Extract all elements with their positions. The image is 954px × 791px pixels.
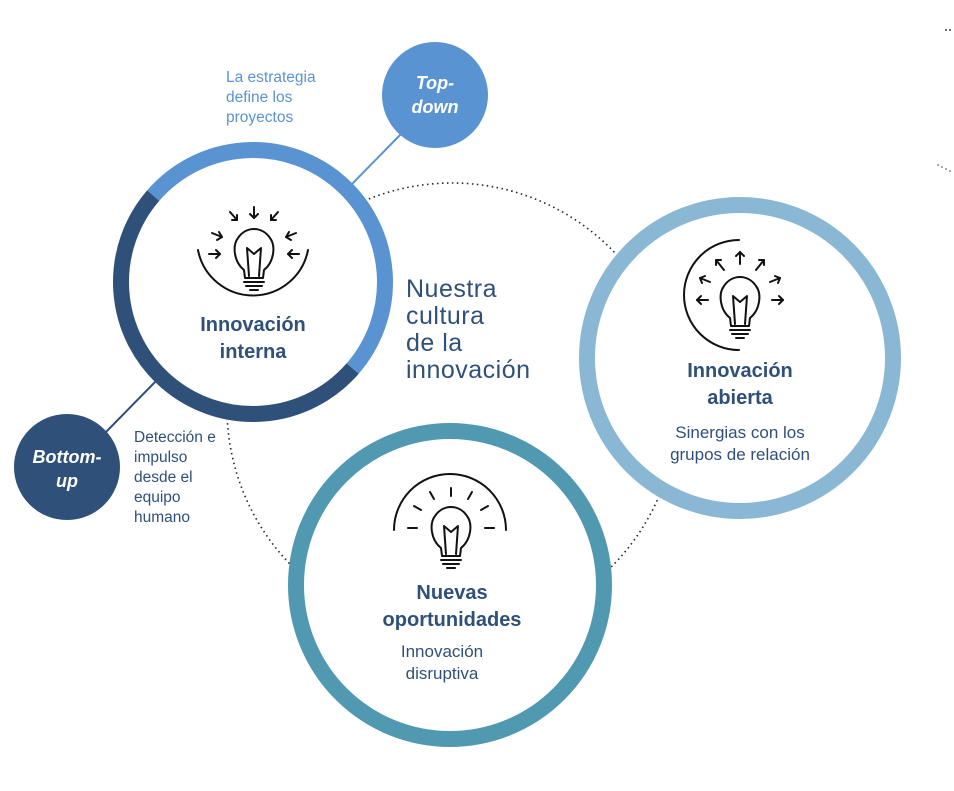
top-down-label-line: Top- [415,73,455,93]
top-down-label-line: down [411,97,459,117]
top-down-note-line: La estrategia [226,69,316,86]
center-title: Nuestra cultura de la innovación [406,276,531,384]
top-down-note-line: proyectos [226,109,294,126]
lightbulb-rays-icon [393,473,507,569]
abierta-subtitle-line: Sinergias con los [675,423,805,442]
center-title-line: Nuestra [406,275,498,303]
nuevas-subtitle-line: Innovación [400,642,484,661]
abierta-title-line: Innovación [687,360,793,382]
top-down-note-line: define los [226,89,293,106]
decorative-dots [937,29,951,172]
nuevas-title: Nuevas oportunidades [342,580,562,634]
bottom-up-connector [103,380,157,435]
top-down-note: La estrategia define los proyectos [226,68,316,128]
bottom-up-note-line: Detección e [134,429,216,446]
nuevas-subtitle: Innovación disruptiva [352,641,532,685]
bottom-up-label: Bottom- up [22,445,112,493]
bottom-up-note-line: desde el [134,469,193,486]
abierta-subtitle: Sinergias con los grupos de relación [630,422,850,466]
bottom-up-note-line: humano [134,509,191,526]
center-title-line: de la [406,329,463,357]
nuevas-title-line: Nuevas [416,582,488,604]
interna-title-line: Innovación [200,314,306,336]
abierta-title-line: abierta [707,387,773,409]
abierta-title: Innovación abierta [640,358,840,412]
abierta-circle [579,197,901,519]
abierta-subtitle-line: grupos de relación [670,445,810,464]
interna-title-line: interna [219,341,287,363]
top-down-connector [349,132,403,187]
bottom-up-note-line: impulso [134,449,188,466]
nuevas-circle [288,423,612,747]
top-down-label: Top- down [395,71,475,119]
top-down-badge [382,42,488,148]
bottom-up-label-line: up [56,471,78,491]
interna-title: Innovación interna [163,312,343,366]
center-title-line: innovación [406,356,531,384]
bottom-up-note-line: equipo [134,489,181,506]
lightbulb-outward-arrows-icon [683,239,784,351]
lightbulb-inward-arrows-icon [197,206,309,297]
bottom-up-label-line: Bottom- [32,447,102,467]
nuevas-subtitle-line: disruptiva [405,664,479,683]
nuevas-title-line: oportunidades [382,609,522,631]
bottom-up-note: Detección e impulso desde el equipo huma… [134,428,216,528]
center-title-line: cultura [406,302,485,330]
bottom-up-badge [14,414,120,520]
